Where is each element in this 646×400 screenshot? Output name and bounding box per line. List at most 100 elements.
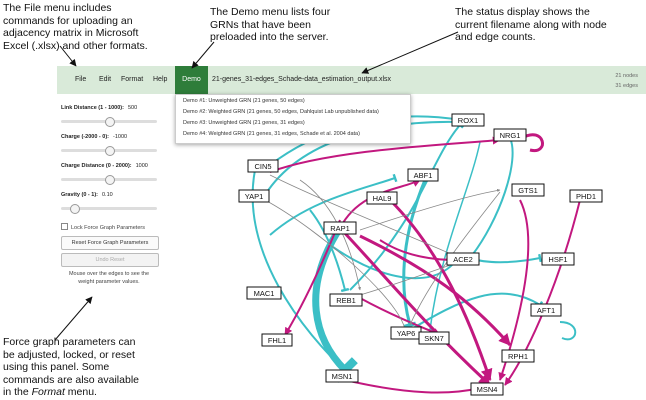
node-msn1[interactable]: MSN1: [325, 369, 359, 383]
node-mac1[interactable]: MAC1: [246, 286, 282, 300]
edge-nrg1-self[interactable]: [521, 133, 544, 152]
node-rox1[interactable]: ROX1: [451, 113, 485, 127]
node-yap1[interactable]: YAP1: [238, 189, 270, 203]
edge-cin5-nrg1[interactable]: [269, 136, 501, 173]
checkbox-box[interactable]: [61, 223, 68, 230]
node-label: HAL9: [373, 194, 392, 203]
edge-ace2-hsf1[interactable]: [469, 253, 542, 264]
charge-distance-slider[interactable]: [61, 175, 157, 185]
node-label: ABF1: [414, 171, 433, 180]
callout-line: GRNs that have been: [210, 18, 311, 31]
edge-count: 31 edges: [615, 83, 638, 89]
node-msn4[interactable]: MSN4: [470, 382, 504, 396]
reset-parameters-button[interactable]: Reset Force Graph Parameters: [61, 236, 159, 250]
node-cin5[interactable]: CIN5: [247, 159, 279, 173]
callout-line: commands for uploading an: [3, 14, 133, 27]
edge-aft1-self[interactable]: [559, 321, 577, 341]
menu-format[interactable]: Format: [121, 76, 144, 83]
edge-rap1-rph1[interactable]: [359, 234, 512, 346]
menu-file[interactable]: File: [75, 76, 87, 83]
callout-line: current filename along with node: [455, 18, 607, 31]
label-text: Charge Distance (0 - 2000):: [61, 163, 132, 169]
callout-file-menu: The File menu includes commands for uplo…: [3, 2, 163, 52]
gravity-label: Gravity (0 - 1):0.10: [61, 192, 113, 198]
slider-handle[interactable]: [105, 117, 115, 127]
callout-line: The File menu includes: [3, 2, 112, 14]
callout-line: using this panel. Some: [3, 361, 110, 373]
node-nrg1[interactable]: NRG1: [493, 128, 527, 142]
slider-handle[interactable]: [69, 204, 80, 214]
node-label: RAP1: [330, 224, 350, 233]
node-abf1[interactable]: ABF1: [407, 168, 439, 182]
node-label: YAP6: [397, 329, 416, 338]
node-gts1[interactable]: GTS1: [511, 183, 545, 197]
edge-rap1-abf1[interactable]: [269, 173, 398, 236]
node-label: AFT1: [537, 306, 555, 315]
charge-label: Charge (-2000 - 0):-1000: [61, 134, 127, 140]
menu-help[interactable]: Help: [153, 76, 168, 83]
edge-cin5-ace2[interactable]: [269, 174, 461, 259]
edge-rap1-msn4[interactable]: [338, 226, 492, 387]
node-label: FHL1: [268, 336, 286, 345]
charge-distance-label: Charge Distance (0 - 2000):1000: [61, 163, 148, 169]
force-parameters-panel: Link Distance (1 - 1000):500 Charge (-20…: [57, 96, 160, 296]
slider-handle[interactable]: [105, 146, 115, 156]
edge-abf1-yap6[interactable]: [402, 179, 427, 329]
edge-hint-text: Mouse over the edges to see the weight p…: [68, 271, 150, 285]
node-yap6[interactable]: YAP6: [390, 326, 422, 340]
lock-parameters-checkbox[interactable]: Lock Force Graph Parameters: [61, 223, 145, 231]
nodes: ROX1 NRG1 CIN5 ABF1 YAP1 HAL9 GTS1 PHD1 …: [238, 113, 603, 396]
label-text: Gravity (0 - 1):: [61, 192, 98, 198]
callout-force: Force graph parameters can be adjusted, …: [3, 336, 153, 399]
node-phd1[interactable]: PHD1: [569, 189, 603, 203]
gravity-slider[interactable]: [61, 204, 157, 214]
edge-ace2-nrg1[interactable]: [469, 135, 515, 259]
edge-hal9-msn4[interactable]: [388, 198, 493, 382]
callout-line: The status display shows the: [455, 6, 590, 18]
edge-rap1-ace2[interactable]: [329, 244, 459, 280]
charge-distance-value: 1000: [135, 163, 148, 169]
menu-edit[interactable]: Edit: [99, 76, 112, 83]
callout-arrow-status: [361, 31, 459, 74]
node-rph1[interactable]: RPH1: [501, 349, 535, 363]
demo-item-2[interactable]: Demo #2: Weighted GRN (21 genes, 50 edge…: [183, 109, 379, 115]
callout-text: in the: [3, 386, 29, 398]
node-hal9[interactable]: HAL9: [366, 191, 398, 205]
charge-slider[interactable]: [61, 146, 157, 156]
node-aft1[interactable]: AFT1: [530, 303, 562, 317]
node-label: ROX1: [458, 116, 478, 125]
menu-demo[interactable]: Demo: [175, 66, 208, 94]
edge-yap6-aft1[interactable]: [409, 292, 544, 331]
node-label: ACE2: [453, 255, 473, 264]
slider-handle[interactable]: [105, 175, 115, 185]
callout-line: Excel (.xlsx) and other formats.: [3, 39, 148, 52]
undo-reset-button[interactable]: Undo Reset: [61, 253, 159, 267]
edge-rap1-gts1[interactable]: [359, 188, 501, 231]
link-distance-slider[interactable]: [61, 117, 157, 127]
demo-item-3[interactable]: Demo #3: Unweighted GRN (21 genes, 31 ed…: [183, 120, 305, 126]
demo-item-1[interactable]: Demo #1: Unweighted GRN (21 genes, 50 ed…: [183, 98, 305, 104]
node-label: HSF1: [548, 255, 567, 264]
node-hsf1[interactable]: HSF1: [541, 252, 575, 266]
node-label: NRG1: [500, 131, 521, 140]
node-fhl1[interactable]: FHL1: [261, 333, 293, 347]
label-text: Charge (-2000 - 0):: [61, 134, 109, 140]
checkbox-label: Lock Force Graph Parameters: [71, 225, 145, 231]
node-ace2[interactable]: ACE2: [446, 252, 480, 266]
callout-demo-menu: The Demo menu lists four GRNs that have …: [210, 6, 350, 44]
link-distance-label: Link Distance (1 - 1000):500: [61, 105, 137, 111]
node-count: 21 nodes: [615, 73, 638, 79]
edge-yap1-reb1[interactable]: [309, 209, 350, 293]
node-rap1[interactable]: RAP1: [323, 221, 357, 235]
edge-rap1-fhl1[interactable]: [284, 219, 341, 336]
edge-cin5-reb1[interactable]: [299, 179, 362, 291]
callout-italic: Format: [31, 386, 65, 398]
callout-line: Force graph parameters can: [3, 336, 136, 348]
node-skn7[interactable]: SKN7: [418, 331, 450, 345]
edge-rox1-skn7[interactable]: [426, 141, 481, 332]
edge-msn1-msn4[interactable]: [344, 379, 481, 394]
demo-item-4[interactable]: Demo #4: Weighted GRN (21 genes, 31 edge…: [183, 131, 360, 137]
node-reb1[interactable]: REB1: [329, 293, 363, 307]
gravity-value: 0.10: [101, 192, 113, 198]
